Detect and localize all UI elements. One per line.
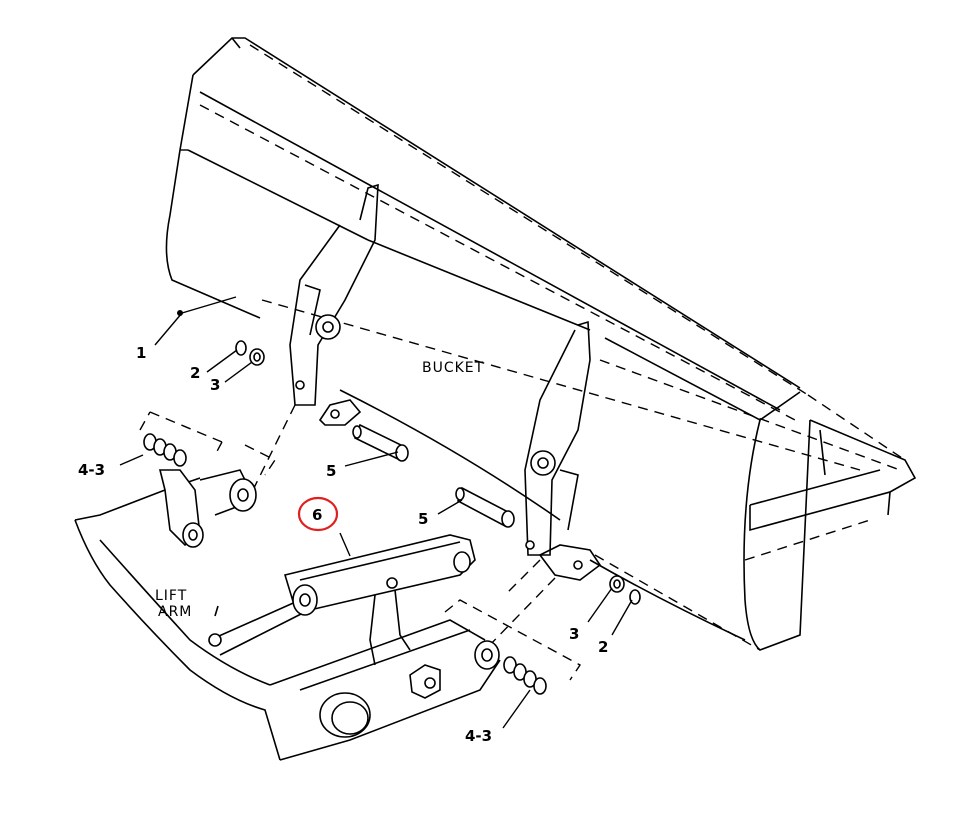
link-item-6 [283, 534, 476, 666]
callout-item-1: 1 [136, 344, 146, 362]
callout-item-3-left: 3 [210, 376, 220, 394]
callout-item-2-right: 2 [598, 638, 608, 656]
washers-right [609, 575, 641, 605]
callout-item-6: 6 [312, 506, 322, 524]
pin-left [352, 423, 409, 462]
callout-item-2-left: 2 [190, 364, 200, 382]
highlight-circle [297, 496, 339, 532]
lift-arm-label-line2: ARM [158, 604, 192, 620]
bucket-label: BUCKET [422, 360, 484, 376]
callout-item-3-right: 3 [569, 625, 579, 643]
washers-left [235, 340, 265, 366]
text-labels: BUCKET LIFT ARM 1 2 3 4-3 5 5 3 2 4-3 6 [78, 344, 608, 745]
callout-item-4-3-bottom: 4-3 [465, 727, 492, 745]
callout-item-5-right: 5 [418, 510, 428, 528]
callout-item-5-left: 5 [326, 462, 336, 480]
leader-lines [119, 296, 633, 729]
lift-arm [74, 469, 501, 761]
pin-right [455, 486, 515, 528]
shim-stack-left [139, 404, 296, 501]
callout-item-4-3-left: 4-3 [78, 461, 105, 479]
lift-arm-label-line1: LIFT [155, 588, 187, 604]
shim-stack-right [444, 559, 582, 695]
bucket [165, 37, 917, 651]
